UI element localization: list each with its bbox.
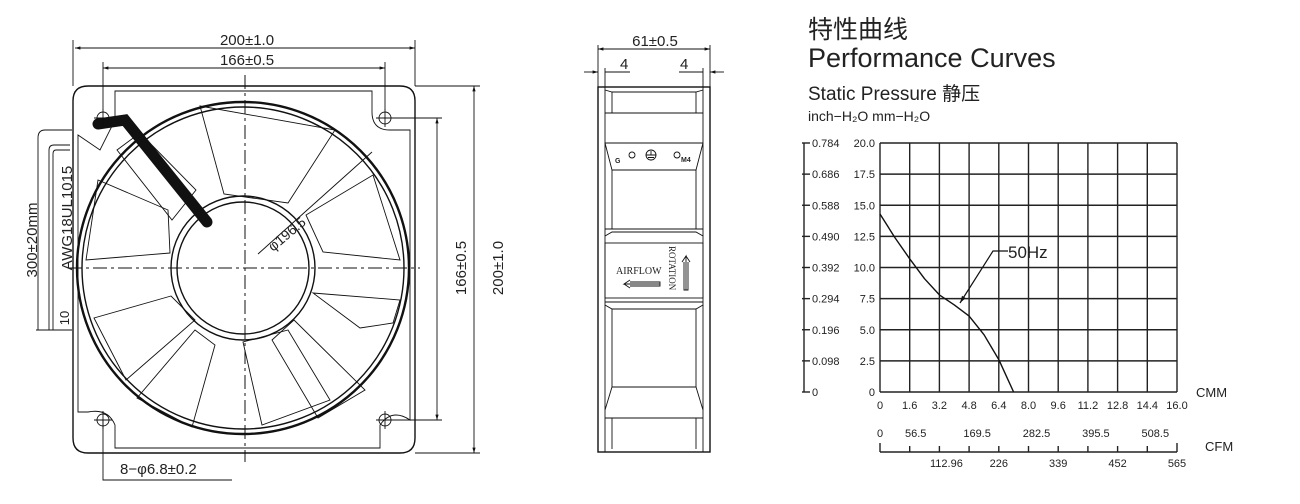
static-pressure-label: Static Pressure 静压 [808,83,980,105]
side-housing-sections [604,89,704,449]
front-view: 200±1.0 166±0.5 166±0.5 200±1.0 φ196.5 3… [24,32,507,481]
y-tick-label-mm: 7.5 [860,294,875,306]
x-tick-label: 0 [877,400,883,412]
airflow-arrow-icon [622,279,661,289]
performance-chart: 0 1.6 3.2 4.8 6.4 8.0 9.6 11.2 12.8 14.4 16.0 0 2.5 5… [802,138,1233,470]
y-tick-label-inch: 0.392 [812,263,840,275]
frame-inner-outline [77,90,411,449]
y-tick-label-inch: 0.098 [812,356,840,368]
y-tick-label-inch: 0.196 [812,325,840,337]
cfm-tick-label: 169.5 [963,428,991,440]
y-tick-label-mm: 15.0 [854,200,875,212]
dim-mount-holes: 8−φ6.8±0.2 [120,461,197,478]
y-tick-label-mm: 20.0 [854,138,875,150]
x-tick-label: 4.8 [961,400,976,412]
y-tick-label-mm: 10.0 [854,263,875,275]
y-tick-label-mm: 0 [869,387,875,399]
cfm-tick-label: 282.5 [1023,428,1051,440]
y-tick-label-inch: 0.294 [812,294,840,306]
ring-diameter-leader [257,151,373,255]
annotation-arrow [959,250,1008,304]
title-chinese: 特性曲线 [808,16,908,44]
cfm-tick-label: 112.96 [930,458,963,470]
pressure-units-label: inch−H₂O mm−H₂O [808,108,930,124]
dim-hole-spacing-height: 166±0.5 [453,241,470,295]
y-tick-label-mm: 17.5 [854,169,875,181]
title-english: Performance Curves [808,43,1056,73]
rotation-label: ROTATION [667,246,677,291]
dim-depth: 61±0.5 [632,33,678,50]
series-line-50hz [879,213,1015,393]
x-axis-label-cfm: CFM [1205,439,1233,454]
x-tick-label: 12.8 [1107,400,1128,412]
x-tick-label: 3.2 [932,400,947,412]
side-view: G M4 AIRFLOW ROTATION 61±0.5 4 4 [584,33,724,453]
dim-hole-spacing-width: 166±0.5 [220,52,274,69]
x-tick-label: 1.6 [902,400,917,412]
rotation-arrow-icon [681,254,691,291]
annotation-50hz: 50Hz [1008,243,1048,262]
x-axis-label-cmm: CMM [1196,385,1227,400]
x-tick-label: 8.0 [1021,400,1036,412]
cfm-tick-label: 339 [1049,458,1067,470]
y-tick-label-inch: 0.784 [812,138,840,150]
side-frame [597,86,711,453]
airflow-label: AIRFLOW [616,266,662,277]
y-tick-label-inch: 0.588 [812,200,840,212]
cfm-tick-label: 395.5 [1082,428,1110,440]
y-tick-label-inch: 0 [812,387,818,399]
dim-strip-length: 10 [57,311,72,325]
x-tick-label: 9.6 [1051,400,1066,412]
fan-blades [85,105,401,428]
cfm-tick-label: 56.5 [905,428,926,440]
mount-holes [94,109,394,429]
cfm-tick-label: 565 [1168,458,1186,470]
y-tick-label-mm: 12.5 [854,231,875,243]
x-tick-label: 14.4 [1137,400,1158,412]
y-tick-label-inch: 0.686 [812,169,840,181]
dim-flange-right: 4 [680,56,688,73]
cfm-tick-label: 452 [1108,458,1126,470]
x-tick-label: 16.0 [1166,400,1187,412]
terminal-g-label: G [615,158,621,165]
lead-wire-spec: AWG18UL1015 [59,166,76,271]
cfm-tick-label: 508.5 [1142,428,1170,440]
dim-flange-left: 4 [620,56,628,73]
cfm-tick-label: 0 [877,428,883,440]
terminal-hole [628,151,636,159]
dim-overall-width: 200±1.0 [220,32,274,49]
cfm-tick-label: 226 [990,458,1008,470]
dim-ring-diameter: φ196.5 [265,214,309,255]
y-tick-label-mm: 5.0 [860,325,875,337]
dim-overall-height: 200±1.0 [490,241,507,295]
terminal-m4-label: M4 [681,157,691,164]
y-tick-label-mm: 2.5 [860,356,875,368]
dim-lead-length: 300±20mm [24,203,41,278]
x-tick-label: 11.2 [1078,400,1099,412]
y-tick-label-inch: 0.490 [812,231,840,243]
x-tick-label: 6.4 [991,400,1006,412]
fan-frame [72,85,416,454]
